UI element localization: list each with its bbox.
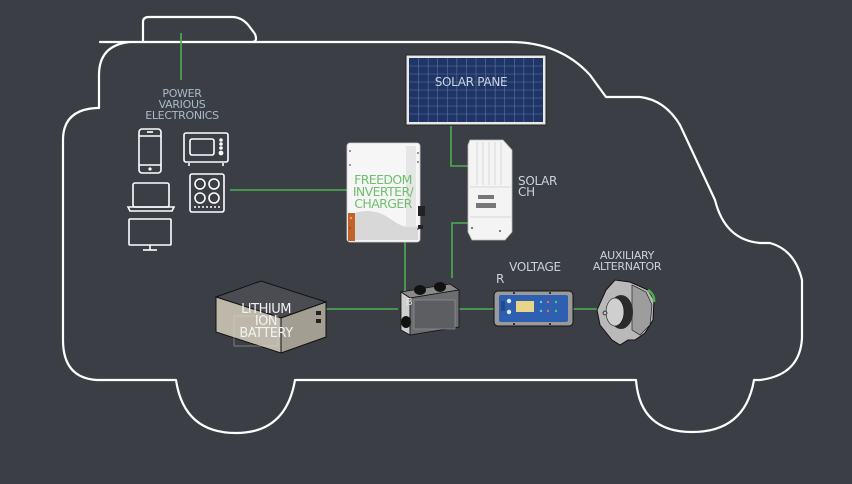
electronics-label: POWER VARIOUS ELECTRONICS [145, 87, 219, 122]
bus-box [399, 282, 461, 336]
lithium-ion-battery [214, 280, 328, 354]
solar-panel-label: SOLAR PANE [434, 75, 508, 89]
alternator-label: AUXILIARY ALTERNATOR [592, 249, 662, 273]
monitor-icon [128, 218, 172, 251]
solar-panel [405, 54, 547, 126]
wires [180, 33, 600, 310]
voltage-regulator [493, 290, 574, 327]
roof-pod [141, 15, 258, 44]
microwave-icon [183, 132, 229, 166]
solar-charge-controller-label: SOLAR CH [518, 174, 558, 199]
voltage-regulator-label-r: R [496, 272, 505, 286]
electronics-icons [126, 128, 229, 251]
solar-charge-controller [467, 139, 513, 241]
wire-panel-controller [450, 126, 468, 167]
inverter-label: FREEDOM INVERTER/ CHARGER [352, 172, 414, 211]
laptop-icon [126, 182, 176, 212]
wire-controller-bus [451, 222, 468, 278]
van-body [61, 40, 804, 435]
cooktop-icon [189, 173, 225, 213]
auxiliary-alternator [596, 279, 656, 346]
smartphone-icon [138, 128, 162, 174]
van-outline [61, 15, 804, 435]
inverter-charger [346, 142, 425, 243]
voltage-regulator-label: VOLTAGE [509, 260, 561, 274]
bus-box-label: B [405, 297, 413, 308]
battery-label: LITHIUM ION BATTERY [239, 302, 293, 341]
